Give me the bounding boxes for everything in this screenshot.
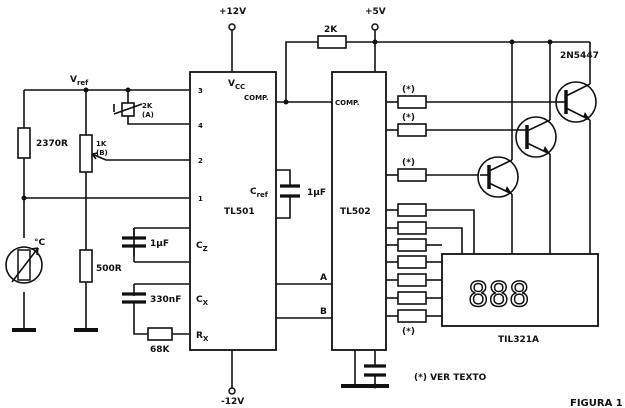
til321a-display [441,253,599,327]
tl501-cz: CZ [196,241,208,253]
transistor-1-icon [477,156,519,198]
label-til321a: TIL321A [498,335,539,345]
mark-2: (*) [402,113,415,123]
tl501-cx: CX [196,295,209,307]
label-cz-value: 1µF [150,239,169,249]
capacitor-cz-icon [122,228,146,262]
label-2k-a: 2K [142,102,153,110]
label-68k: 68K [150,345,171,355]
thermistor-icon [5,246,43,284]
pin-4: 4 [198,122,203,130]
capacitor-cx-icon [122,292,146,304]
junctions [21,39,553,389]
resistor-2370r [17,127,31,159]
supply-terminals [228,23,379,395]
tl501-comp: COMP. [244,94,269,102]
note-ver-texto: (*) VER TEXTO [414,373,487,383]
pin-3: 3 [198,87,203,95]
tl501-b: B [320,307,327,317]
label-plus12v: +12V [219,7,246,17]
tl501-name: TL501 [224,207,255,217]
tl502-chip [331,71,387,351]
tl501-rx: RX [196,331,209,343]
output-resistors [397,95,427,323]
figure-label: FIGURA 1 [570,398,623,408]
capacitor-cref-icon [280,184,300,198]
label-minus12v: -12V [221,397,244,407]
display-digits: 888 [468,275,529,315]
pot-2k-icon [113,102,143,117]
tl502-name: TL502 [340,207,371,217]
label-2k: 2K [324,25,338,35]
mark-1: (*) [402,85,415,95]
pin-1: 1 [198,195,203,203]
mark-4: (*) [402,327,415,337]
label-cx-value: 330nF [150,295,181,305]
resistor-2k [317,35,347,49]
label-1k-b: (B) [96,149,108,157]
capacitor-bottom-icon [364,364,386,377]
transistor-3-icon [555,81,597,123]
tl501-vcc: VCC [228,79,245,91]
tl501-cref: Cref [250,187,269,199]
label-sensor: °C [34,238,46,248]
tl501-chip [189,71,277,351]
pin-2: 2 [198,157,203,165]
resistor-68k [147,327,173,341]
ground-symbols [12,328,389,388]
label-cref-value: 1µF [307,188,326,198]
mark-3: (*) [402,158,415,168]
label-2n5447: 2N5447 [560,51,599,61]
pot-1k-icon [79,134,107,173]
transistor-2-icon [515,116,557,158]
tl502-comp: COMP. [335,99,360,107]
label-2370r: 2370R [36,139,68,149]
resistor-500r [79,249,93,283]
label-vref: Vref [70,75,89,87]
label-1k: 1K [96,140,107,148]
tl501-a: A [320,273,327,283]
label-2k-a2: (A) [142,111,154,119]
label-plus5v: +5V [365,7,386,17]
label-500r: 500R [96,264,122,274]
